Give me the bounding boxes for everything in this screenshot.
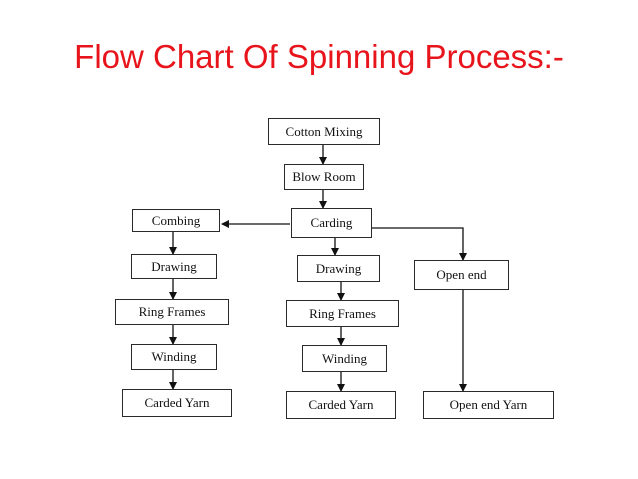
arrow-carding-to-openend bbox=[372, 227, 467, 261]
node-open-end-yarn: Open end Yarn bbox=[423, 391, 554, 419]
node-winding-left: Winding bbox=[131, 344, 217, 370]
node-ring-frames-left: Ring Frames bbox=[115, 299, 229, 325]
node-blow-room: Blow Room bbox=[284, 164, 364, 190]
node-carding: Carding bbox=[291, 208, 372, 238]
node-drawing-left: Drawing bbox=[131, 254, 217, 279]
node-winding-middle: Winding bbox=[302, 345, 387, 372]
node-cotton-mixing: Cotton Mixing bbox=[268, 118, 380, 145]
node-carded-yarn-middle: Carded Yarn bbox=[286, 391, 396, 419]
node-drawing-middle: Drawing bbox=[297, 255, 380, 282]
node-ring-frames-middle: Ring Frames bbox=[286, 300, 399, 327]
node-open-end: Open end bbox=[414, 260, 509, 290]
node-combing: Combing bbox=[132, 209, 220, 232]
node-carded-yarn-left: Carded Yarn bbox=[122, 389, 232, 417]
page-title: Flow Chart Of Spinning Process:- bbox=[74, 38, 564, 75]
